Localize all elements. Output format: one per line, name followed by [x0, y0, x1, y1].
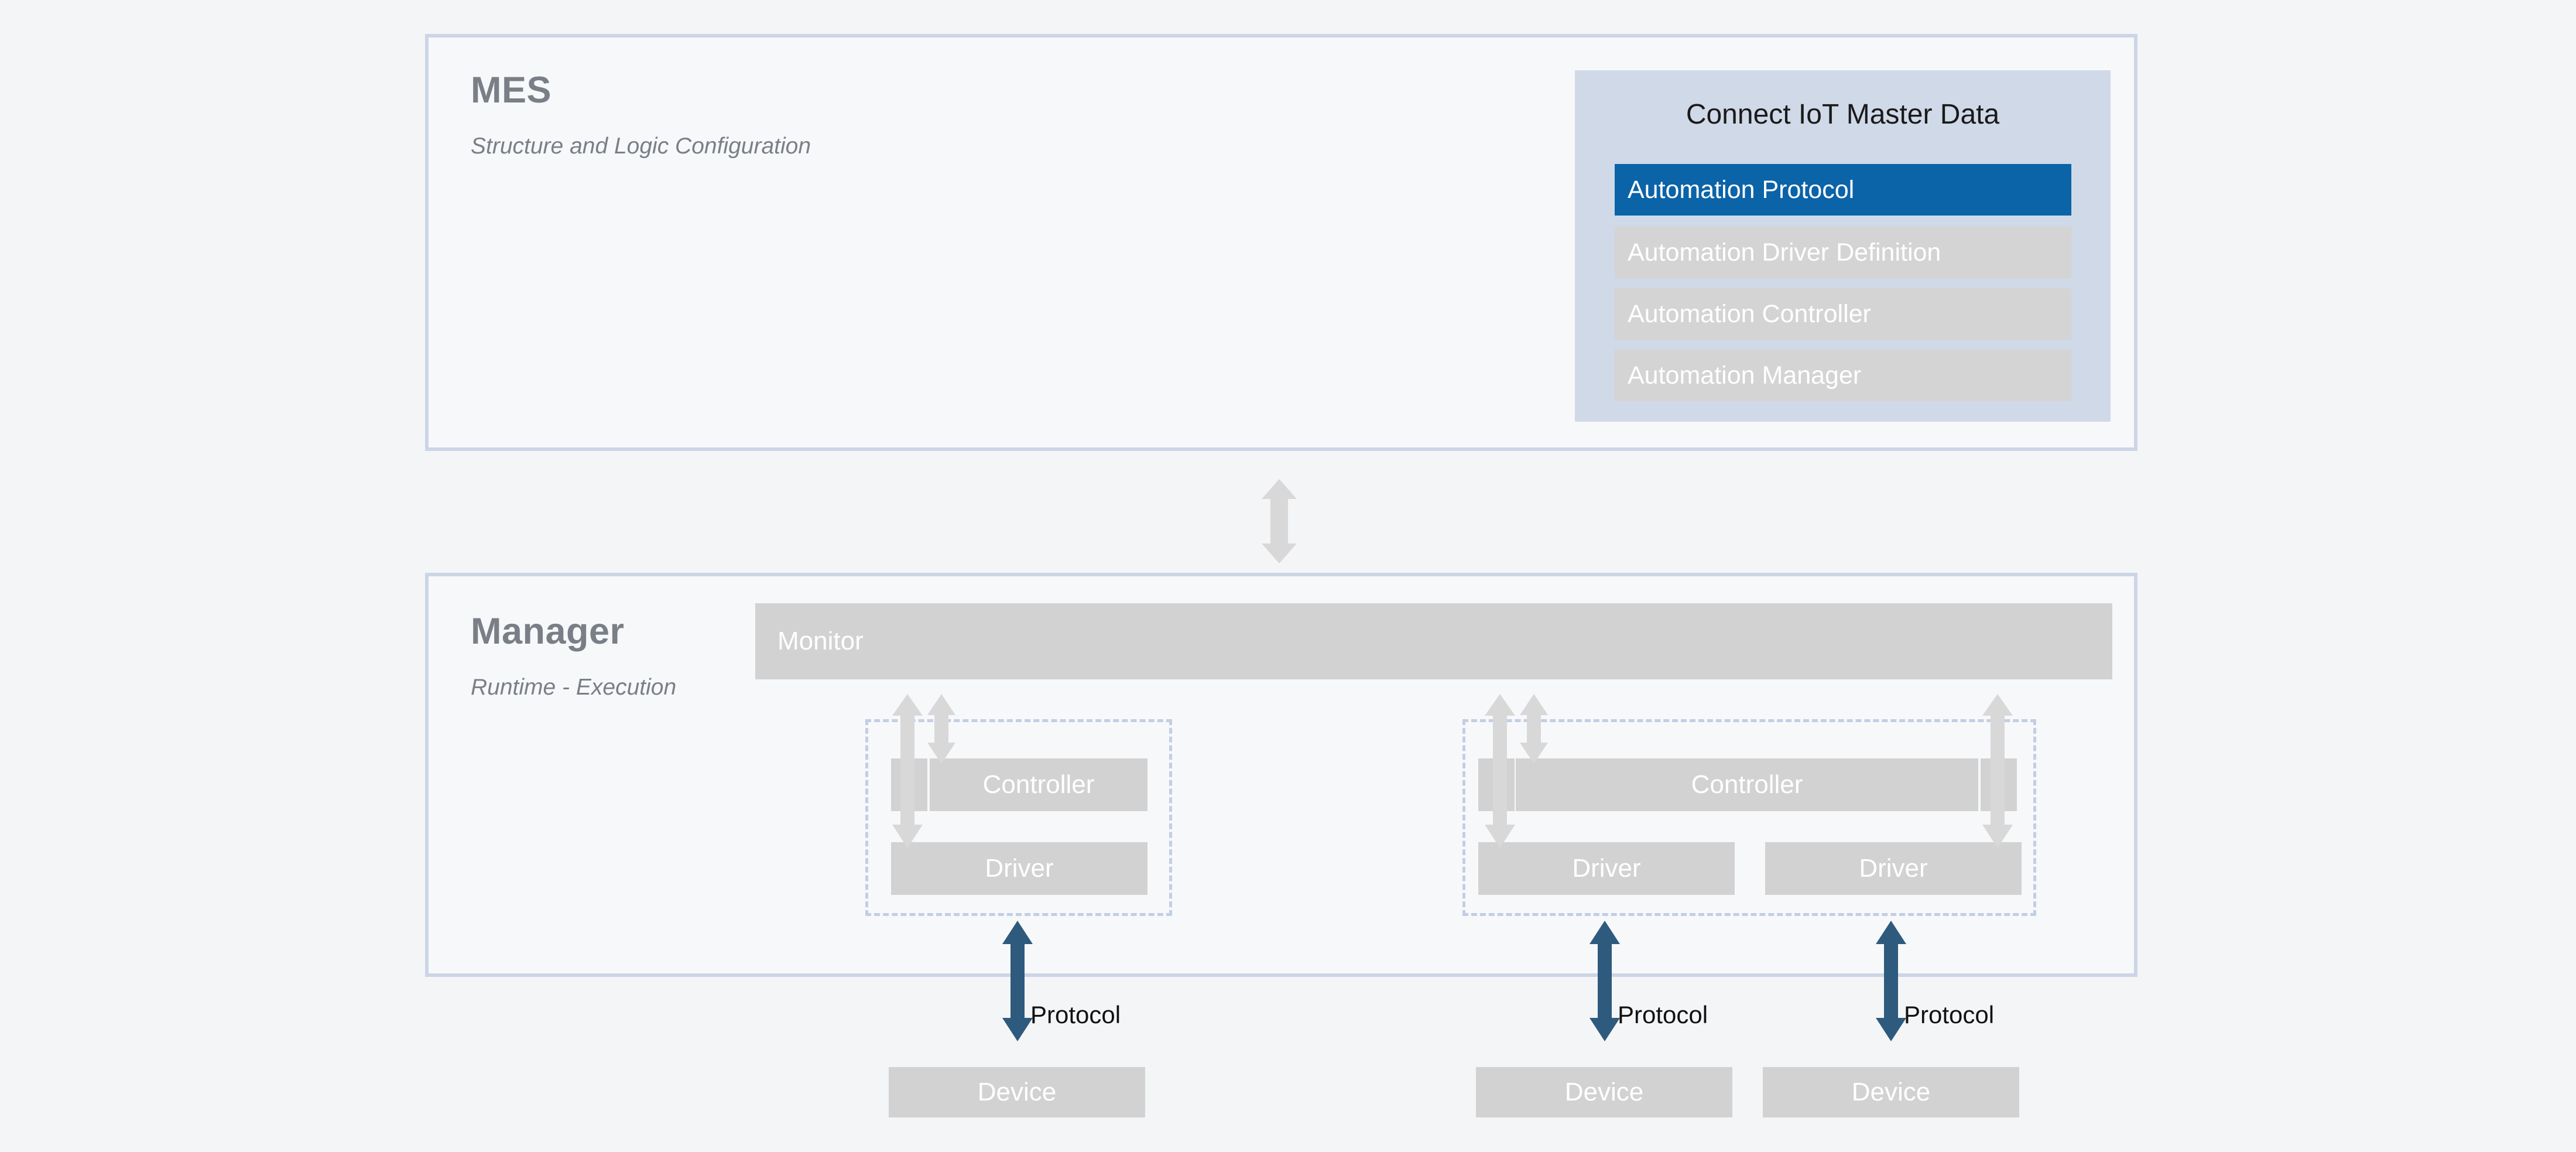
iot-item-automation-controller[interactable]: Automation Controller — [1615, 288, 2071, 340]
controller-left-stub — [891, 758, 927, 811]
driver-right-2[interactable]: Driver — [1765, 842, 2022, 895]
connect-iot-master-data-card: Connect IoT Master Data Automation Proto… — [1575, 70, 2111, 422]
device-3[interactable]: Device — [1763, 1067, 2019, 1117]
controller-group-left — [865, 719, 1172, 916]
manager-title: Manager — [471, 611, 625, 652]
device-1[interactable]: Device — [889, 1067, 1145, 1117]
controller-right-stub-left — [1478, 758, 1515, 811]
controller-group-right — [1462, 719, 2036, 916]
iot-item-automation-driver-definition[interactable]: Automation Driver Definition — [1615, 227, 2071, 278]
driver-right-1[interactable]: Driver — [1478, 842, 1735, 895]
controller-left[interactable]: Controller — [930, 758, 1147, 811]
protocol-label-2: Protocol — [1618, 1001, 1708, 1028]
manager-subtitle: Runtime - Execution — [471, 675, 677, 700]
device-2[interactable]: Device — [1476, 1067, 1732, 1117]
driver-left[interactable]: Driver — [891, 842, 1147, 895]
controller-right-stub-right — [1981, 758, 2017, 811]
mes-title: MES — [471, 70, 552, 111]
iot-card-title: Connect IoT Master Data — [1686, 99, 2000, 130]
mes-subtitle: Structure and Logic Configuration — [471, 134, 811, 159]
iot-item-automation-protocol[interactable]: Automation Protocol — [1615, 164, 2071, 216]
protocol-label-1: Protocol — [1030, 1001, 1121, 1028]
iot-item-automation-manager[interactable]: Automation Manager — [1615, 350, 2071, 401]
protocol-label-3: Protocol — [1904, 1001, 1995, 1028]
monitor-bar[interactable]: Monitor — [755, 603, 2112, 679]
mes-manager-connector-arrow — [1262, 479, 1297, 563]
controller-right[interactable]: Controller — [1516, 758, 1978, 811]
